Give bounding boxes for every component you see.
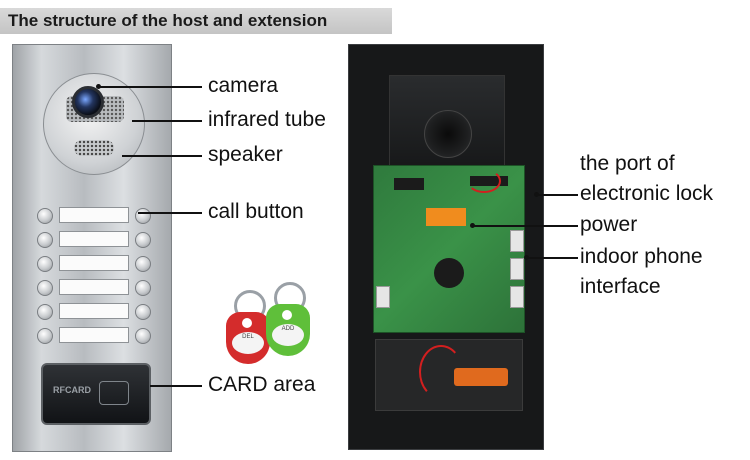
indoor-phone-callout-line2: interface [580,275,661,298]
call-button [37,232,53,248]
green-rfid-tag: ADD [266,282,310,356]
lock-port-pointer-line [536,194,578,196]
call-button-row-6 [37,327,151,344]
name-plate [59,231,129,247]
camera-lens-icon [72,86,104,118]
pcb-sticker [426,208,466,226]
card-hand-icon [99,381,129,405]
call-button [135,328,151,344]
call-button [37,304,53,320]
power-pointer-line [472,225,578,227]
red-wire [419,345,463,399]
lock-port-callout-line1: the port of [580,152,675,175]
camera-plate [43,73,145,175]
tag-label: DEL [232,332,264,354]
pcb-connector [510,230,524,252]
host-panel: RFCARD [12,44,172,452]
call-button [135,256,151,272]
pcb-connector [376,286,390,308]
infrared-tube-pointer-line [132,120,202,122]
extension-panel [348,44,544,450]
name-plate [59,327,129,343]
title-bar: The structure of the host and extension [0,8,392,34]
call-button [37,208,53,224]
infrared-tube-callout: infrared tube [208,108,326,131]
speaker-pointer-line [122,155,202,157]
pcb-chip [394,178,424,190]
pcb-buzzer [434,258,464,288]
call-button-row-4 [37,279,151,296]
call-button [135,304,151,320]
call-button-row-1 [37,207,151,224]
speaker-grille [74,140,114,156]
card-reader: RFCARD [41,363,151,425]
red-rfid-tag: DEL [226,290,270,364]
lock-port-callout-line2: electronic lock [580,182,714,205]
call-button [135,232,151,248]
name-plate [59,303,129,319]
call-button [37,280,53,296]
tag-hole [282,310,292,320]
call-button-callout: call button [208,200,304,223]
name-plate [59,279,129,295]
circuit-board [373,165,525,333]
call-button [135,280,151,296]
call-button-row-2 [37,231,151,248]
module-sticker [454,368,508,386]
indoor-phone-pointer-line [526,257,578,259]
pcb-connector [510,258,524,280]
speaker-callout: speaker [208,143,283,166]
name-plate [59,207,129,223]
name-plate [59,255,129,271]
card-area-callout: CARD area [208,373,316,396]
camera-pointer-line [98,86,202,88]
tag-hole [242,318,252,328]
card-reader-text: RFCARD [53,385,91,395]
call-button [135,208,151,224]
camera-module-lens [424,110,472,158]
call-button-pointer-line [138,212,202,214]
diagram-title: The structure of the host and extension [8,11,328,30]
indoor-phone-callout-line1: indoor phone [580,245,703,268]
red-wire [467,169,501,193]
call-button [37,256,53,272]
call-button-row-3 [37,255,151,272]
call-button [37,328,53,344]
tag-label: ADD [272,324,304,346]
camera-callout: camera [208,74,279,97]
call-button-row-5 [37,303,151,320]
pcb-connector [510,286,524,308]
power-callout: power [580,213,638,236]
card-area-pointer-line [150,385,202,387]
